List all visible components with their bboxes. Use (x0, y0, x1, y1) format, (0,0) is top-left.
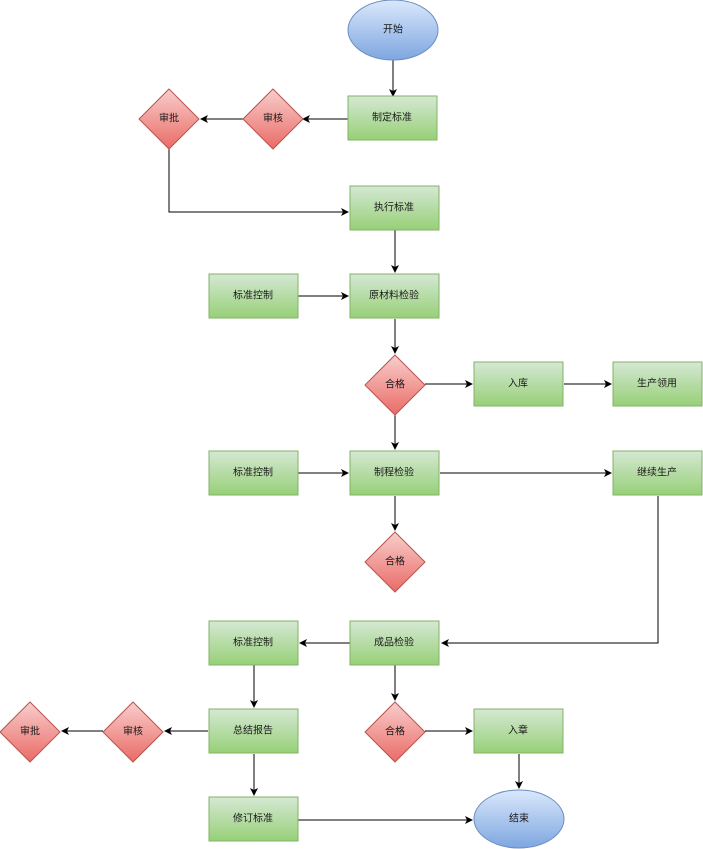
node-end-label: 结束 (509, 812, 529, 825)
node-review-bottom-label: 审核 (123, 725, 143, 738)
node-stamp: 入章 (473, 708, 564, 754)
node-review-top: 审核 (242, 88, 304, 150)
node-raw-material-check: 原材料检验 (349, 273, 440, 319)
node-std-control-2: 标准控制 (208, 450, 299, 496)
node-continue-production-label: 继续生产 (637, 466, 677, 479)
node-std-control-3: 标准控制 (208, 620, 299, 666)
node-summary-report-label: 总结报告 (233, 724, 273, 737)
node-stamp-label: 入章 (508, 724, 528, 737)
node-std-control-2-label: 标准控制 (233, 466, 273, 479)
edge-approve-top-to-execute (168, 147, 349, 216)
node-review-top-label: 审核 (263, 112, 283, 125)
node-product-check: 成品检验 (349, 620, 440, 666)
node-pass-1: 合格 (364, 354, 426, 416)
node-approve-top: 审批 (138, 88, 200, 150)
node-execute-standard: 执行标准 (349, 185, 440, 231)
node-approve-top-label: 审批 (159, 112, 179, 125)
node-summary-report: 总结报告 (208, 708, 299, 754)
node-pass-3: 合格 (364, 701, 426, 763)
edges (61, 60, 659, 824)
node-product-check-label: 成品检验 (374, 636, 414, 649)
node-revise-standard-label: 修订标准 (233, 812, 273, 825)
edge-continue-to-product-check (441, 496, 659, 647)
node-pass-3-label: 合格 (385, 725, 405, 738)
node-execute-standard-label: 执行标准 (374, 201, 414, 214)
node-approve-bottom-label: 审批 (20, 725, 40, 738)
node-production-use: 生产领用 (612, 361, 703, 407)
node-pass-2: 合格 (364, 531, 426, 593)
node-pass-2-label: 合格 (385, 555, 405, 568)
node-std-control-1-label: 标准控制 (233, 289, 273, 302)
node-start-label: 开始 (383, 23, 403, 36)
node-production-use-label: 生产领用 (637, 377, 677, 390)
node-review-bottom: 审核 (102, 701, 164, 763)
node-end: 结束 (473, 789, 565, 849)
node-warehouse-in-label: 入库 (508, 377, 528, 390)
node-process-check: 制程检验 (349, 450, 440, 496)
node-continue-production: 继续生产 (612, 450, 703, 496)
node-approve-bottom: 审批 (0, 701, 61, 763)
node-start: 开始 (347, 0, 439, 61)
node-process-check-label: 制程检验 (374, 466, 414, 479)
node-raw-material-check-label: 原材料检验 (369, 289, 419, 302)
node-warehouse-in: 入库 (473, 361, 564, 407)
node-std-control-1: 标准控制 (208, 273, 299, 319)
node-revise-standard: 修订标准 (208, 796, 299, 842)
node-set-standard: 制定标准 (347, 95, 438, 141)
node-pass-1-label: 合格 (385, 378, 405, 391)
node-set-standard-label: 制定标准 (372, 111, 412, 124)
node-std-control-3-label: 标准控制 (233, 636, 273, 649)
